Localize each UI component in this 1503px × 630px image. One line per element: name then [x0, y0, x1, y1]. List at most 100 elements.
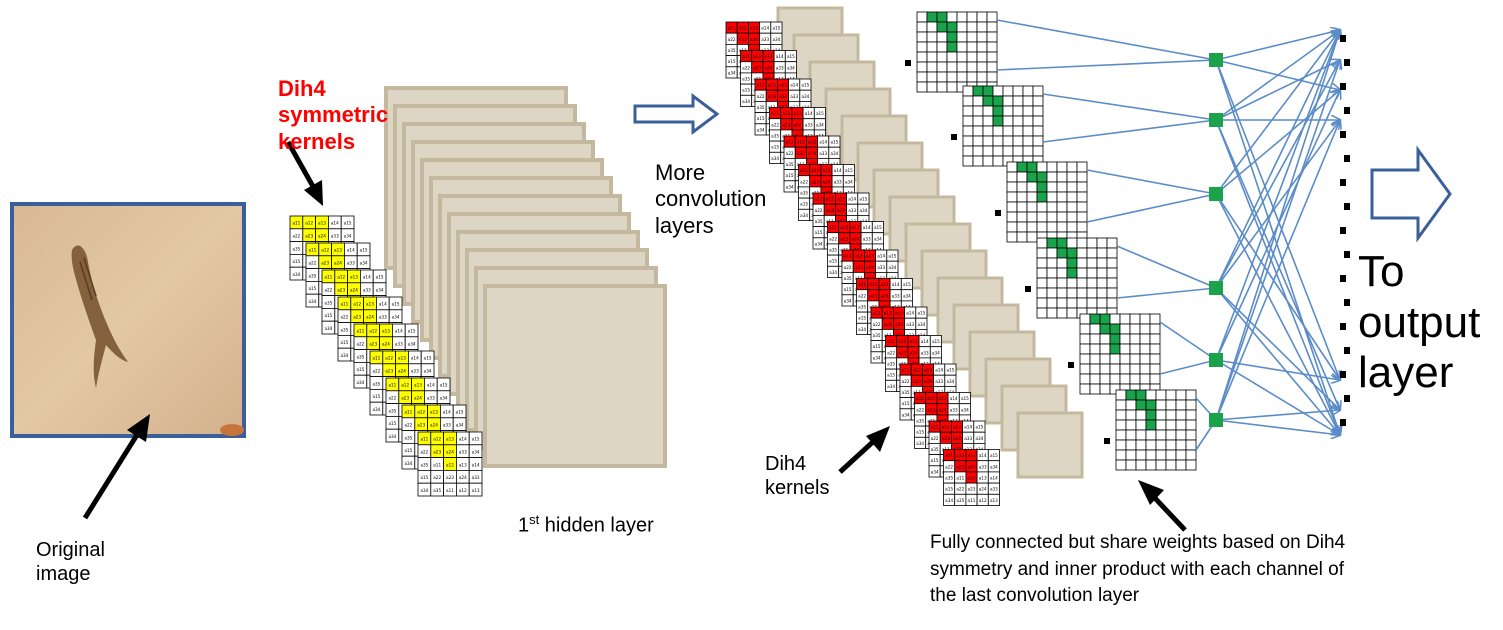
svg-text:a34: a34 [742, 99, 750, 104]
svg-text:a34: a34 [887, 384, 895, 389]
svg-text:a12: a12 [927, 396, 935, 401]
svg-text:a23: a23 [753, 65, 761, 70]
kernel-grid [962, 85, 1044, 167]
svg-text:a35: a35 [873, 333, 881, 338]
svg-text:a11: a11 [757, 83, 765, 88]
svg-text:a12: a12 [768, 83, 776, 88]
svg-text:a33: a33 [790, 94, 798, 99]
svg-text:a35: a35 [742, 77, 750, 82]
svg-text:a34: a34 [292, 272, 300, 277]
svg-text:a14: a14 [379, 302, 387, 307]
svg-text:a13: a13 [823, 168, 831, 173]
svg-text:a33: a33 [805, 122, 813, 127]
svg-text:a11: a11 [956, 476, 964, 481]
svg-text:a15: a15 [344, 221, 352, 226]
svg-text:a12: a12 [753, 54, 761, 59]
svg-text:a11: a11 [815, 197, 823, 202]
svg-text:a15: a15 [801, 83, 809, 88]
dih4-kernel-stack: a11a12a13a14a15a22a23a24a33a34a35a11a12a… [725, 21, 1000, 506]
svg-text:a13: a13 [472, 488, 480, 493]
svg-text:a15: a15 [376, 275, 384, 280]
svg-text:a33: a33 [347, 261, 355, 266]
kernels-title: Dih4 symmetric kernels [278, 76, 389, 154]
fc-node [1209, 187, 1223, 201]
svg-text:a11: a11 [340, 302, 348, 307]
svg-text:a13: a13 [318, 221, 326, 226]
svg-text:a23: a23 [768, 94, 776, 99]
svg-text:a23: a23 [337, 288, 345, 293]
output-dot [1340, 371, 1346, 378]
kernel-grid [1036, 237, 1118, 319]
svg-text:a24: a24 [895, 322, 903, 327]
svg-text:a13: a13 [881, 282, 889, 287]
svg-text:a24: a24 [924, 379, 932, 384]
svg-text:a33: a33 [950, 407, 958, 412]
svg-text:a34: a34 [917, 322, 925, 327]
svg-text:a14: a14 [921, 339, 929, 344]
svg-text:a15: a15 [757, 116, 765, 121]
svg-text:a12: a12 [855, 254, 863, 259]
svg-text:a14: a14 [964, 425, 972, 430]
svg-text:a22: a22 [388, 396, 396, 401]
svg-text:a15: a15 [308, 286, 316, 291]
svg-text:a13: a13 [866, 254, 874, 259]
svg-text:a13: a13 [939, 396, 947, 401]
bias-dot [995, 210, 1001, 216]
svg-text:a22: a22 [372, 369, 380, 374]
svg-text:a24: a24 [366, 315, 374, 320]
svg-text:a12: a12 [913, 368, 921, 373]
svg-text:a15: a15 [292, 259, 300, 264]
svg-text:a35: a35 [829, 248, 837, 253]
svg-text:a34: a34 [931, 469, 939, 474]
output-dot [1340, 179, 1346, 186]
svg-text:a15: a15 [887, 373, 895, 378]
svg-text:a12: a12 [739, 26, 747, 31]
output-dot [1340, 35, 1346, 42]
svg-text:a11: a11 [916, 396, 924, 401]
svg-text:a34: a34 [424, 369, 432, 374]
svg-text:a13: a13 [414, 383, 422, 388]
more-conv-label: More convolution layers [655, 160, 767, 238]
svg-text:a34: a34 [420, 488, 428, 493]
svg-text:a35: a35 [292, 246, 300, 251]
svg-text:a34: a34 [874, 236, 882, 241]
svg-text:a35: a35 [308, 273, 316, 278]
svg-text:a11: a11 [372, 356, 380, 361]
svg-text:a34: a34 [787, 65, 795, 70]
arrow-right-hollow-icon [633, 93, 720, 135]
svg-text:a33: a33 [834, 179, 842, 184]
svg-text:a15: a15 [772, 26, 780, 31]
svg-text:a35: a35 [858, 305, 866, 310]
svg-text:a33: a33 [472, 475, 480, 480]
svg-text:a33: a33 [395, 342, 403, 347]
svg-text:a34: a34 [859, 208, 867, 213]
svg-text:a15: a15 [916, 430, 924, 435]
svg-text:a13: a13 [765, 54, 773, 59]
svg-text:a15: a15 [340, 340, 348, 345]
svg-text:a23: a23 [968, 487, 976, 492]
svg-text:a35: a35 [420, 462, 428, 467]
svg-text:a35: a35 [887, 362, 895, 367]
svg-text:a22: a22 [728, 37, 736, 42]
svg-text:a24: a24 [382, 342, 390, 347]
svg-text:a11: a11 [742, 54, 750, 59]
kernel-grid [1006, 161, 1088, 243]
output-dot [1344, 59, 1350, 66]
svg-text:a12: a12 [305, 221, 313, 226]
black-arrow-icon [285, 140, 323, 206]
svg-text:a11: a11 [931, 425, 939, 430]
svg-text:a14: a14 [411, 356, 419, 361]
svg-text:a15: a15 [404, 448, 412, 453]
svg-text:a34: a34 [372, 407, 380, 412]
svg-text:a23: a23 [782, 122, 790, 127]
svg-text:a34: a34 [340, 353, 348, 358]
svg-text:a34: a34 [344, 234, 352, 239]
svg-text:a15: a15 [845, 168, 853, 173]
svg-text:a34: a34 [772, 37, 780, 42]
svg-text:a23: a23 [401, 396, 409, 401]
svg-text:a22: a22 [844, 265, 852, 270]
svg-text:a33: a33 [379, 315, 387, 320]
fish-fossil-image [71, 245, 244, 436]
svg-text:a15: a15 [472, 437, 480, 442]
